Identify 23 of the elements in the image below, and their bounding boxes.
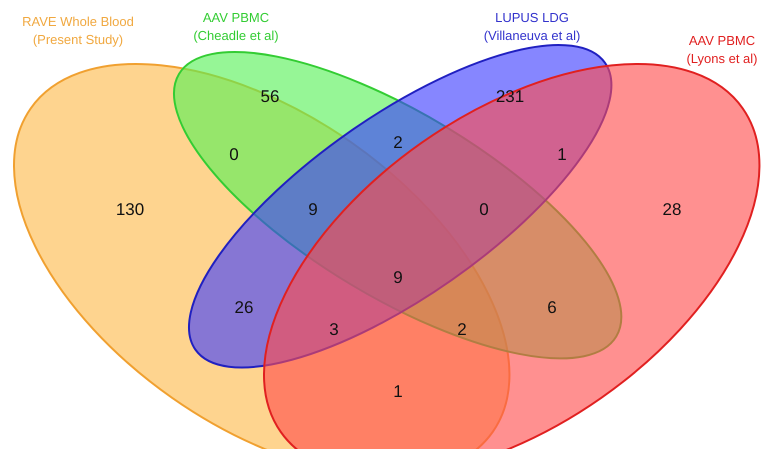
region-count: 231 <box>496 87 524 107</box>
set-name: LUPUS LDG <box>495 10 569 25</box>
region-count: 0 <box>229 145 239 165</box>
region-count: 56 <box>260 87 280 107</box>
set-citation: (Lyons et al) <box>686 51 758 66</box>
region-count: 3 <box>329 320 339 340</box>
region-count: 9 <box>308 200 318 220</box>
region-count: 2 <box>457 320 467 340</box>
region-count: 26 <box>234 298 254 318</box>
region-count: 6 <box>547 298 557 318</box>
region-count: 2 <box>393 133 403 153</box>
set-citation: (Cheadle et al) <box>193 28 279 43</box>
region-count: 0 <box>479 200 489 220</box>
set-name: AAV PBMC <box>688 33 756 48</box>
region-count: 1 <box>557 145 567 165</box>
set-citation: (Villaneuva et al) <box>484 28 580 43</box>
set-name: AAV PBMC <box>202 10 270 25</box>
region-count: 130 <box>116 200 144 220</box>
set-name: RAVE Whole Blood <box>22 14 134 29</box>
region-count: 9 <box>393 268 403 288</box>
region-count: 28 <box>662 200 682 220</box>
set-citation: (Present Study) <box>32 32 124 47</box>
region-count: 1 <box>393 382 403 402</box>
